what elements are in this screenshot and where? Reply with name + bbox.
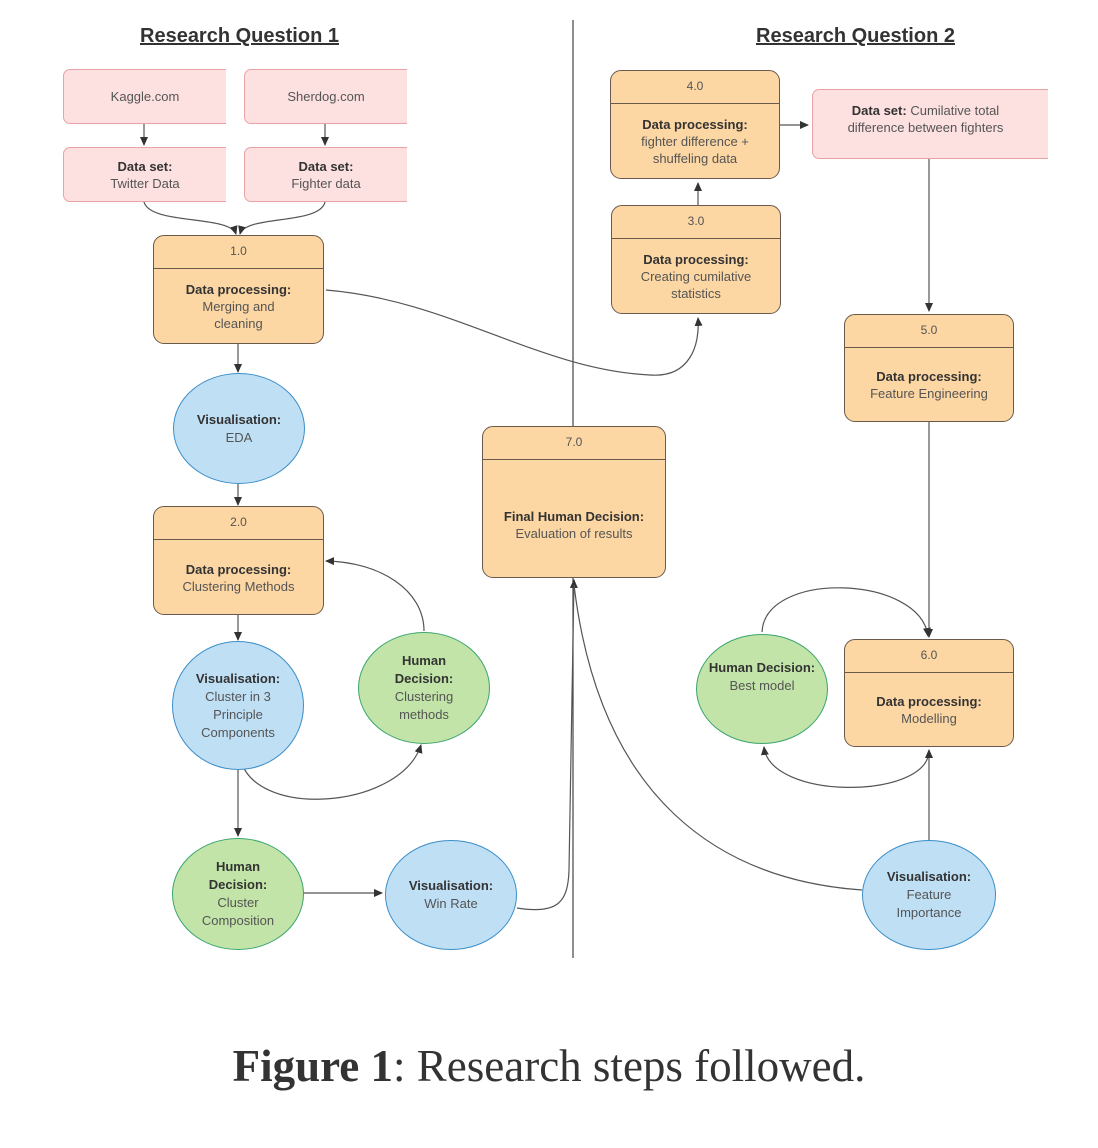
process-2-number: 2.0	[154, 507, 323, 540]
figure-caption-label: Figure 1	[232, 1041, 394, 1091]
edge-fighter-p1	[238, 201, 326, 235]
visualisation-feature-importance-title: Visualisation:	[886, 869, 972, 884]
visualisation-cluster-pc-title: Visualisation:	[195, 670, 281, 686]
decision-best-model: Human Decision: Best model	[696, 634, 828, 744]
process-5-title: Data processing:	[876, 369, 982, 384]
process-2-title: Data processing:	[185, 561, 292, 577]
rq2-heading: Research Question 2	[756, 25, 955, 47]
process-4-label: fighter difference + shuffeling data	[641, 134, 749, 166]
edge-clusteringmethods-p2	[325, 557, 425, 632]
dataset-cumulative-label: Cumilative total difference between figh…	[847, 103, 1004, 135]
visualisation-feature-importance: Visualisation: Feature Importance	[862, 840, 996, 950]
visualisation-eda-label: EDA	[225, 429, 253, 445]
figure-caption-text: : Research steps followed.	[393, 1041, 866, 1091]
process-7: 7.0 Final Human Decision: Evaluation of …	[482, 426, 666, 578]
decision-cluster-composition: Human Decision: Cluster Composition	[172, 838, 304, 950]
process-5-label: Feature Engineering	[870, 386, 988, 401]
edge-featureimportance-p7	[573, 584, 863, 891]
figure-caption: Figure 1: Research steps followed.	[0, 1040, 1098, 1092]
dataset-cumulative: Data set: Cumilative total difference be…	[812, 89, 1048, 159]
process-6-title: Data processing:	[876, 694, 982, 709]
dataset-fighter: Data set: Fighter data	[244, 147, 407, 202]
visualisation-win-rate-label: Win Rate	[424, 896, 478, 911]
process-7-label: Evaluation of results	[515, 526, 633, 541]
process-3-label: Creating cumilative statistics	[640, 269, 752, 301]
decision-clustering-methods-title: Human Decision:	[394, 653, 454, 686]
decision-cluster-composition-title: Human Decision:	[208, 859, 268, 892]
process-7-title: Final Human Decision:	[503, 509, 645, 524]
rq1-heading: Research Question 1	[140, 25, 339, 47]
source-sherdog: Sherdog.com	[244, 69, 407, 124]
process-4: 4.0 Data processing: fighter difference …	[610, 70, 780, 179]
visualisation-feature-importance-label: Feature Importance	[896, 887, 962, 920]
decision-clustering-methods: Human Decision: Clustering methods	[358, 632, 490, 744]
process-1-label: Merging and cleaning	[202, 299, 275, 331]
process-1: 1.0 Data processing: Merging and cleanin…	[153, 235, 324, 344]
process-5: 5.0 Data processing: Feature Engineering	[844, 314, 1014, 422]
process-4-title: Data processing:	[642, 117, 748, 132]
process-2: 2.0 Data processing: Clustering Methods	[153, 506, 324, 615]
process-7-number: 7.0	[483, 427, 665, 460]
decision-best-model-title: Human Decision:	[708, 660, 816, 675]
process-5-number: 5.0	[845, 315, 1013, 348]
edge-winrate-p7	[516, 579, 578, 911]
source-sherdog-label: Sherdog.com	[287, 89, 365, 104]
process-1-number: 1.0	[154, 236, 323, 269]
process-3-title: Data processing:	[643, 252, 749, 267]
process-2-label: Clustering Methods	[182, 578, 295, 594]
dataset-fighter-label: Fighter data	[291, 175, 361, 191]
process-6-label: Modelling	[901, 711, 957, 726]
process-3: 3.0 Data processing: Creating cumilative…	[611, 205, 781, 314]
dataset-cumulative-title: Data set:	[851, 103, 907, 118]
source-kaggle-label: Kaggle.com	[110, 89, 180, 104]
dataset-twitter: Data set: Twitter Data	[63, 147, 226, 202]
edge-twitter-p1	[143, 201, 238, 235]
visualisation-eda: Visualisation: EDA	[173, 373, 305, 484]
process-6: 6.0 Data processing: Modelling	[844, 639, 1014, 747]
edge-clusterpc-clusteringmethods	[239, 744, 423, 800]
dataset-twitter-title: Data set:	[117, 158, 173, 174]
edge-p6-bestmodel	[760, 746, 930, 788]
decision-clustering-methods-label: Clustering methods	[394, 689, 454, 722]
edge-bestmodel-p6	[761, 587, 931, 637]
visualisation-cluster-pc-label: Cluster in 3 Principle Components	[201, 688, 275, 740]
process-3-number: 3.0	[612, 206, 780, 239]
dataset-fighter-title: Data set:	[298, 158, 354, 174]
visualisation-win-rate-title: Visualisation:	[408, 878, 494, 893]
process-1-title: Data processing:	[185, 282, 292, 297]
process-4-number: 4.0	[611, 71, 779, 104]
visualisation-win-rate: Visualisation: Win Rate	[385, 840, 517, 950]
decision-best-model-label: Best model	[729, 678, 795, 693]
decision-cluster-composition-label: Cluster Composition	[201, 895, 275, 928]
process-6-number: 6.0	[845, 640, 1013, 673]
visualisation-eda-title: Visualisation:	[196, 411, 282, 427]
source-kaggle: Kaggle.com	[63, 69, 226, 124]
visualisation-cluster-pc: Visualisation: Cluster in 3 Principle Co…	[172, 641, 304, 770]
edge-p1-p3	[325, 289, 703, 376]
dataset-twitter-label: Twitter Data	[110, 175, 180, 191]
